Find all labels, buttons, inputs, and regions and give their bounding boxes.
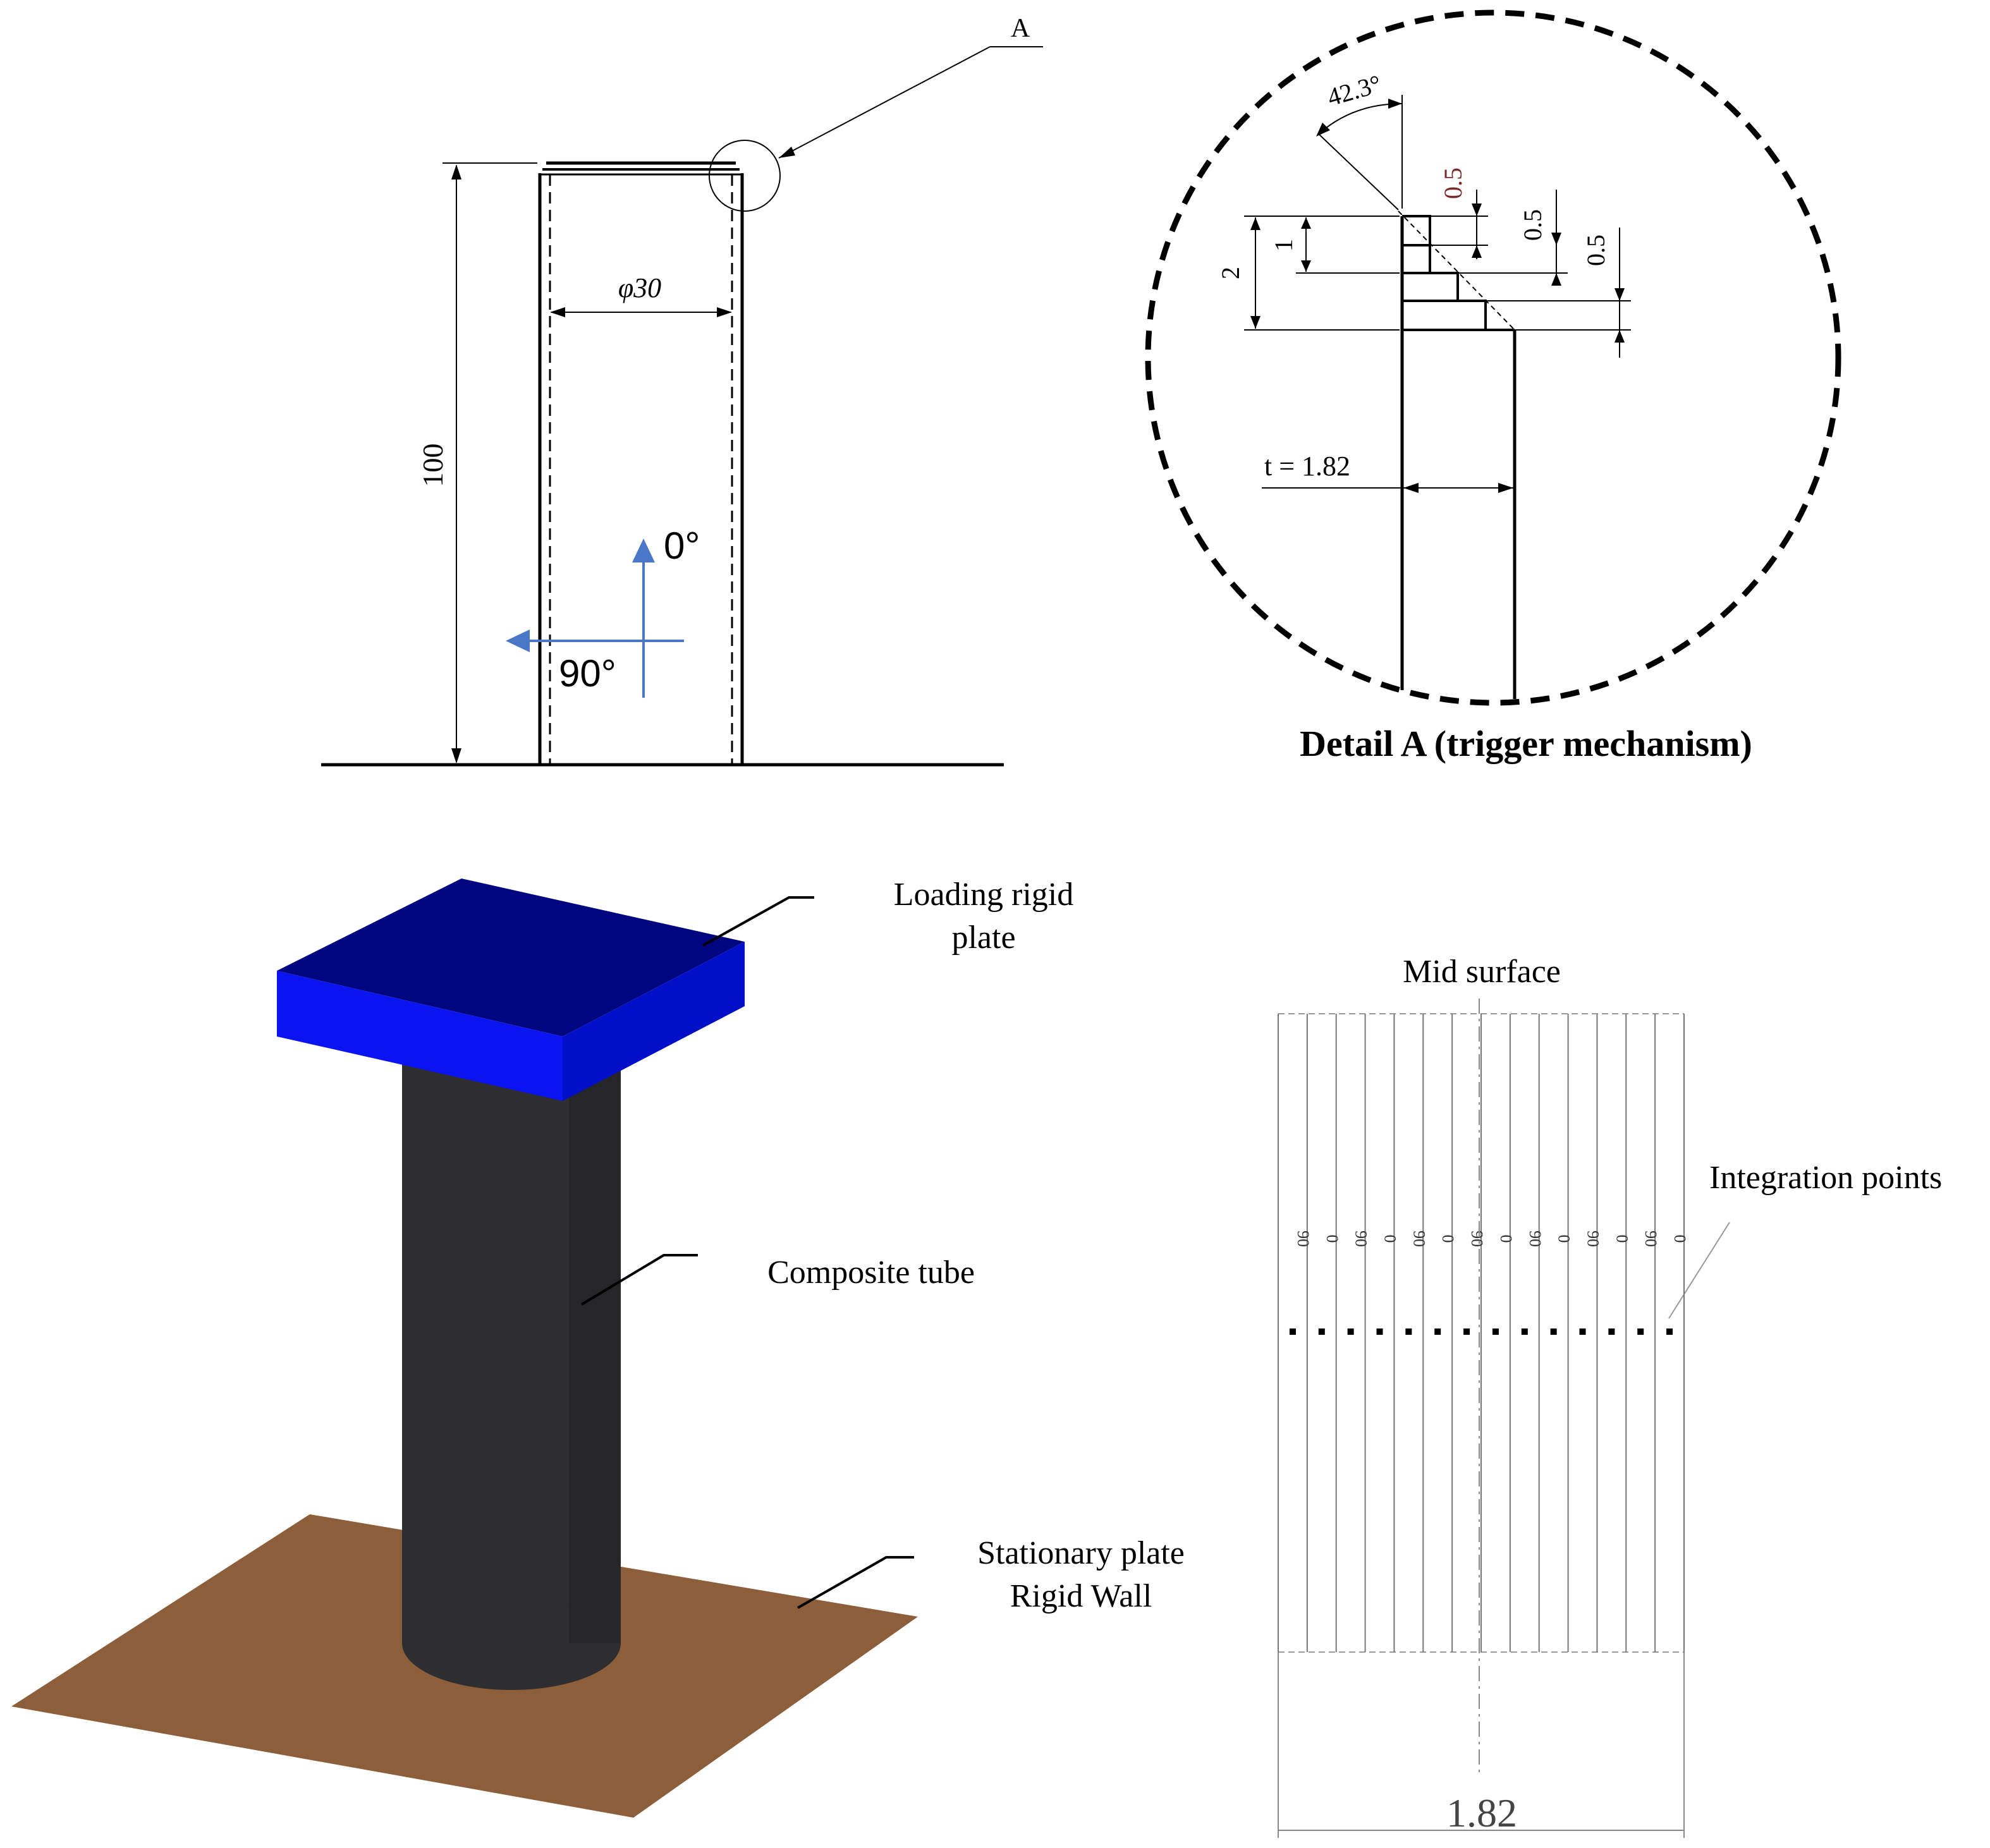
diameter-arrow-left xyxy=(550,307,565,317)
dim-05b-arrow-bottom xyxy=(1551,273,1561,286)
dim-05b-label: 0.5 xyxy=(1518,209,1547,241)
ply-angle-label: 90 xyxy=(1294,1231,1312,1247)
composite-tube-bottom xyxy=(402,1596,621,1690)
stationary-leader xyxy=(797,1556,914,1609)
dim-05a-arrow-top xyxy=(1472,204,1482,216)
integration-point xyxy=(1492,1328,1499,1335)
layup-ply-labels: 90 0 90 0 90 0 90 0 90 0 90 0 90 0 xyxy=(1294,1231,1689,1247)
axis-0-arrow-icon xyxy=(632,538,655,562)
dim-05c-label: 0.5 xyxy=(1582,234,1610,266)
ply-angle-label: 0 xyxy=(1671,1235,1689,1243)
integration-point xyxy=(1608,1328,1615,1335)
integration-point xyxy=(1550,1328,1557,1335)
angle-arrow-right xyxy=(1388,99,1402,109)
axis-0-label: 0° xyxy=(664,525,700,567)
integration-leader xyxy=(1668,1222,1730,1319)
integration-point xyxy=(1434,1328,1441,1335)
detail-marker-label: A xyxy=(1011,14,1030,43)
detail-title: Detail A (trigger mechanism) xyxy=(1300,723,1752,764)
composite-tube-shade xyxy=(569,1062,621,1643)
detail-circle xyxy=(709,140,781,212)
ply-angle-label: 0 xyxy=(1323,1235,1341,1243)
diameter-arrow-right xyxy=(717,307,732,317)
tube-drawing: 100 φ30 A 0° 90° xyxy=(321,14,1043,767)
ply-angle-label: 0 xyxy=(1497,1235,1515,1243)
ply-angle-label: 90 xyxy=(1410,1231,1428,1247)
layup-ply-lines xyxy=(1278,1013,1685,1653)
dim-2-arrow-bottom xyxy=(1250,316,1261,329)
thickness-arrow-left xyxy=(1403,483,1419,493)
axis-90-label: 90° xyxy=(559,652,616,695)
angle-arrow-left xyxy=(1316,123,1330,137)
dim-05c-arrow-top xyxy=(1615,288,1625,301)
detail-leader-arrow xyxy=(779,147,795,158)
integration-point xyxy=(1579,1328,1586,1335)
loading-leader xyxy=(702,896,814,947)
dim-05a-arrow-bottom xyxy=(1472,245,1482,258)
chamfer-line xyxy=(1398,210,1515,331)
angle-ref-inclined xyxy=(1318,133,1399,210)
integration-point xyxy=(1347,1328,1354,1335)
dim-1-label: 1 xyxy=(1269,239,1298,252)
loading-plate-top xyxy=(277,878,745,1036)
axis-90-arrow-icon xyxy=(506,629,530,652)
detail-leader xyxy=(778,46,991,159)
loading-label-line2: plate xyxy=(951,920,1015,956)
dim-05a-label: 0.5 xyxy=(1439,167,1467,199)
integration-point xyxy=(1666,1328,1673,1335)
ply-angle-label: 0 xyxy=(1555,1235,1573,1243)
dim-2-label: 2 xyxy=(1216,267,1245,279)
width-dim-label: 1.82 xyxy=(1446,1790,1517,1835)
height-arrow-bottom xyxy=(451,748,461,763)
dim-05c-arrow-bottom xyxy=(1615,330,1625,343)
trigger-steps xyxy=(1402,215,1515,331)
ply-angle-label: 0 xyxy=(1613,1235,1631,1243)
ply-angle-label: 0 xyxy=(1439,1235,1457,1243)
loading-plate-side xyxy=(563,942,745,1101)
ply-angle-label: 90 xyxy=(1642,1231,1660,1247)
layup-diagram: Mid surface Integration points 90 0 90 0 90 0… xyxy=(1278,954,1942,1838)
integration-point xyxy=(1521,1328,1528,1335)
loading-label-line1: Loading rigid xyxy=(894,877,1074,913)
tube-leader xyxy=(580,1254,698,1306)
dim-1-arrow-bottom xyxy=(1301,260,1311,272)
mid-surface-label: Mid surface xyxy=(1403,954,1561,990)
loading-plate-front xyxy=(277,971,563,1101)
ply-angle-label: 90 xyxy=(1584,1231,1602,1247)
angle-label: 42.3° xyxy=(1324,70,1384,112)
ply-angle-label: 0 xyxy=(1381,1235,1400,1243)
dim-1-arrow-top xyxy=(1301,217,1311,229)
ply-angle-label: 90 xyxy=(1468,1231,1486,1247)
detail-a: 42.3° 2 1 0.5 0.5 0.5 xyxy=(1145,9,1841,764)
integration-points-label: Integration points xyxy=(1709,1160,1942,1196)
stationary-label-line1: Stationary plate xyxy=(977,1535,1185,1571)
integration-point xyxy=(1463,1328,1470,1335)
thickness-label: t = 1.82 xyxy=(1264,451,1350,482)
stationary-label-line2: Rigid Wall xyxy=(1010,1578,1152,1614)
integration-point xyxy=(1405,1328,1412,1335)
layup-integration-points xyxy=(1289,1328,1673,1335)
height-dim-label: 100 xyxy=(417,444,449,487)
ply-angle-label: 90 xyxy=(1352,1231,1370,1247)
integration-point xyxy=(1637,1328,1644,1335)
ply-angle-label: 90 xyxy=(1526,1231,1544,1247)
diameter-dim-label: φ30 xyxy=(618,272,661,303)
fe-model: Loading rigid plate Composite tube Stati… xyxy=(11,877,1185,1818)
height-arrow-top xyxy=(451,164,461,179)
dim-2-arrow-top xyxy=(1250,217,1261,230)
thickness-arrow-right xyxy=(1498,483,1513,493)
integration-point xyxy=(1318,1328,1325,1335)
dim-05b-arrow-top xyxy=(1551,233,1561,245)
tube-label: Composite tube xyxy=(767,1255,975,1291)
integration-point xyxy=(1376,1328,1383,1335)
detail-a-circle xyxy=(1145,9,1841,706)
integration-point xyxy=(1289,1328,1296,1335)
